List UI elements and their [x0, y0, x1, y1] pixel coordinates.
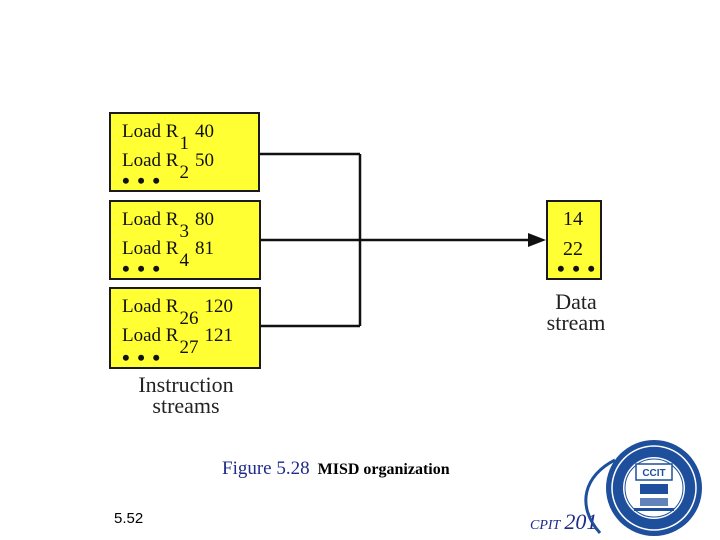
instruction-streams-label: Instruction streams — [120, 372, 252, 418]
instruction-value: 120 — [204, 296, 233, 317]
instruction-label-line-2: streams — [152, 392, 220, 418]
figure-number: Figure 5.28 — [222, 458, 310, 479]
data-label-line-1: Data — [555, 289, 597, 314]
data-stream-label: Data stream — [536, 289, 616, 335]
instruction-line: Load R250 — [122, 150, 214, 182]
instruction-op: Load R — [122, 121, 179, 142]
decorative-arc — [584, 458, 616, 534]
figure-caption: Figure 5.28 MISD organization — [222, 458, 450, 480]
instruction-value: 50 — [194, 150, 214, 171]
instruction-op: Load R — [122, 296, 179, 317]
ellipsis-dots: • • • — [122, 256, 162, 281]
logo-text: CCIT — [642, 468, 665, 479]
instruction-line: Load R380 — [122, 209, 214, 241]
instruction-value: 40 — [194, 121, 214, 142]
ellipsis-dots: • • • — [122, 345, 162, 370]
instruction-op: Load R — [122, 325, 179, 346]
instruction-label-line-1: Instruction — [138, 372, 234, 397]
instruction-line: Load R140 — [122, 121, 214, 153]
instruction-value: 121 — [204, 325, 233, 346]
register-subscript: 27 — [179, 337, 199, 358]
instruction-value: 81 — [194, 238, 214, 259]
data-value: 14 — [563, 208, 583, 230]
register-subscript: 4 — [179, 250, 189, 271]
register-subscript: 3 — [179, 221, 189, 242]
university-logo-icon: CCIT — [606, 440, 702, 536]
register-subscript: 2 — [179, 162, 189, 183]
ellipsis-dots: • • • — [557, 256, 597, 281]
instruction-op: Load R — [122, 150, 179, 171]
instruction-stream-box-3: Load R26120 Load R27121 • • • — [109, 287, 261, 369]
instruction-value: 80 — [194, 209, 214, 230]
instruction-line: Load R26120 — [122, 296, 233, 328]
data-stream-box: 14 22 • • • — [546, 200, 602, 280]
register-subscript: 26 — [179, 308, 199, 329]
instruction-line: Load R481 — [122, 238, 214, 270]
figure-title: MISD organization — [317, 461, 450, 478]
course-prefix: CPIT — [530, 518, 561, 533]
data-label-line-2: stream — [546, 309, 606, 335]
register-subscript: 1 — [179, 133, 189, 154]
instruction-op: Load R — [122, 238, 179, 259]
arrowhead — [528, 233, 546, 247]
ellipsis-dots: • • • — [122, 168, 162, 193]
data-value: 22 — [563, 238, 583, 260]
instruction-stream-box-1: Load R140 Load R250 • • • — [109, 112, 260, 192]
instruction-op: Load R — [122, 209, 179, 230]
slide-number: 5.52 — [114, 510, 144, 527]
instruction-line: Load R27121 — [122, 325, 233, 357]
instruction-stream-box-2: Load R380 Load R481 • • • — [109, 200, 261, 280]
